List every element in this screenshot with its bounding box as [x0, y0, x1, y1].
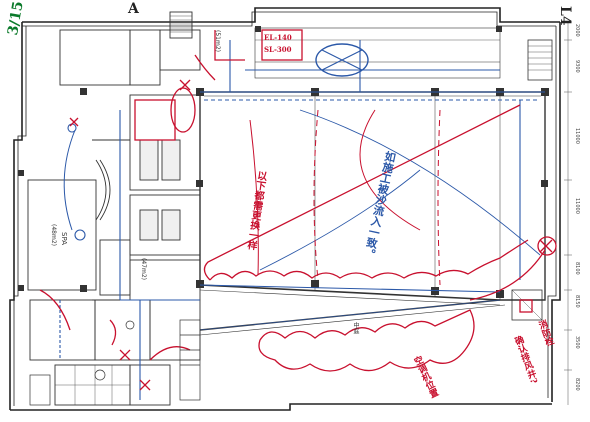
blue-ducts — [59, 40, 545, 400]
dimension-5: 8100 — [574, 262, 580, 275]
room-label-spa-area: (48m2) — [50, 224, 57, 246]
dimension-4: 11000 — [574, 198, 580, 214]
room-label-corridor: 中庭 — [352, 322, 359, 334]
dimension-8: 8200 — [574, 378, 580, 391]
left-wing — [27, 11, 201, 406]
dimension-3: 11000 — [574, 128, 580, 144]
dimension-lines — [564, 22, 572, 405]
bottom-details — [29, 319, 201, 406]
dimension-7: 3500 — [574, 336, 580, 349]
room-label-51: (51m2) — [214, 30, 221, 52]
right-stair — [511, 39, 553, 321]
box-note-2: SL-300 — [264, 45, 292, 54]
dimension-2: 9300 — [574, 60, 580, 73]
outer-walls — [9, 7, 561, 411]
room-label-spa: SPA — [60, 232, 68, 246]
mark-a: A — [128, 1, 139, 17]
room-label-47: (47m2) — [140, 258, 147, 280]
corner-mark: L4 — [557, 6, 573, 26]
dimension-6: 8150 — [574, 295, 580, 308]
box-note-1: EL-140 — [264, 33, 292, 42]
red-markups — [39, 29, 557, 391]
dimension-1: 2000 — [574, 24, 580, 37]
